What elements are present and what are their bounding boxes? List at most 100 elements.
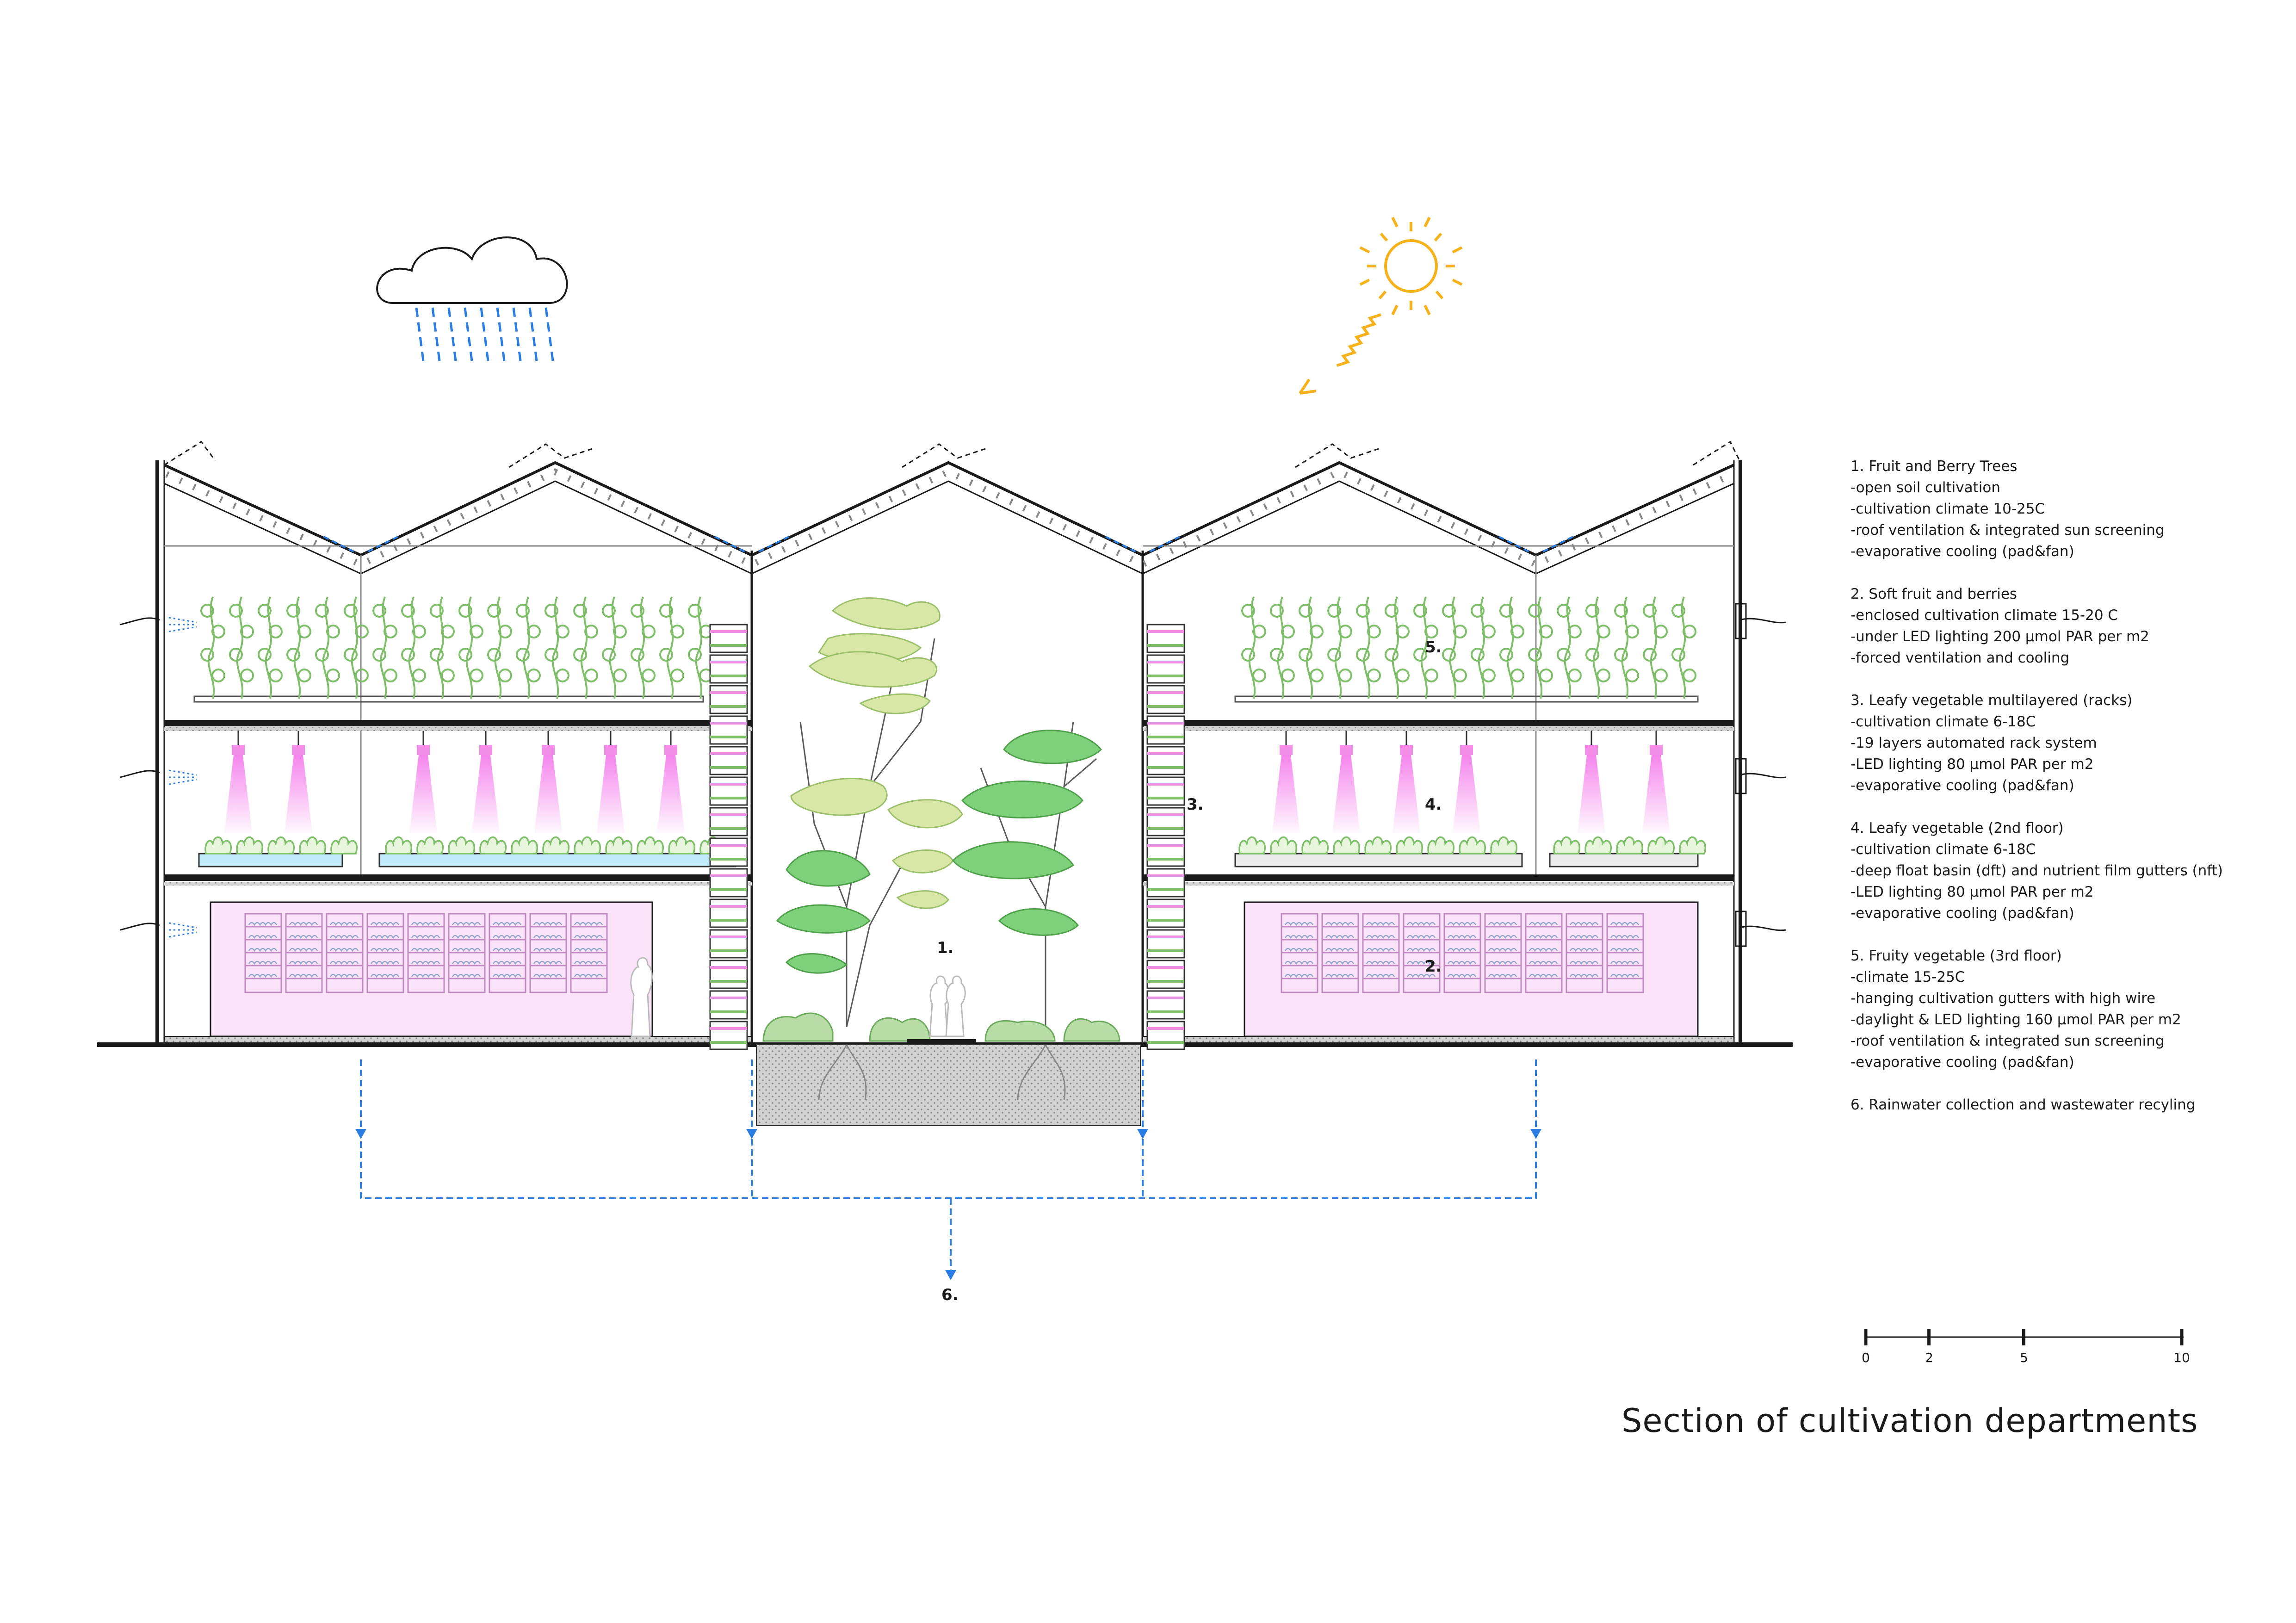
hanging-plant <box>659 596 684 700</box>
lettuce-plant <box>1333 836 1361 855</box>
legend-heading: 6. Rainwater collection and wastewater r… <box>1850 1096 2196 1113</box>
hanging-plant <box>1442 596 1467 700</box>
scale-tick-0: 0 <box>1862 1350 1870 1365</box>
rack-layer <box>710 777 747 805</box>
hanging-plant <box>200 596 225 700</box>
rack-layer <box>710 930 747 958</box>
legend-item: -daylight & LED lighting 160 µmol PAR pe… <box>1850 1011 2181 1028</box>
lettuce-plant <box>448 836 476 855</box>
scale-tick-5: 5 <box>2020 1350 2028 1365</box>
rack-layer <box>1147 686 1184 713</box>
rainwater-drainage <box>360 1059 1537 1270</box>
rack-layer <box>1147 930 1184 958</box>
hanging-plant <box>315 596 340 700</box>
led-lamp-icon <box>472 731 500 833</box>
lettuce-plant <box>1459 836 1486 855</box>
scale-tick-2: 2 <box>1925 1350 1933 1365</box>
hanging-plant <box>344 596 369 700</box>
hanging-plant <box>229 596 254 700</box>
led-lamp-icon <box>1332 731 1360 833</box>
rack-layer <box>1147 716 1184 744</box>
led-lamp-icon <box>657 731 685 833</box>
legend-section-3: 3. Leafy vegetable multilayered (racks)-… <box>1850 690 2267 796</box>
legend-heading: 1. Fruit and Berry Trees <box>1850 458 2018 475</box>
hanging-plant <box>372 596 397 700</box>
zone-label-4: 4. <box>1425 795 1442 814</box>
legend-section-5: 5. Fruity vegetable (3rd floor) -climate … <box>1850 945 2267 1073</box>
legend-heading: 5. Fruity vegetable (3rd floor) <box>1850 948 2062 964</box>
lettuce-plant <box>574 836 601 855</box>
hanging-plant <box>487 596 512 700</box>
hanging-plant <box>1356 596 1381 700</box>
legend-section-6: 6. Rainwater collection and wastewater r… <box>1850 1094 2267 1115</box>
hanging-plant <box>1671 596 1696 700</box>
rack-layer <box>1147 625 1184 652</box>
lettuce-plant <box>1270 836 1298 855</box>
lettuce-plant <box>204 836 232 855</box>
rack-layer <box>710 625 747 652</box>
lettuce-plant <box>479 836 507 855</box>
leafy-vegetable-floor <box>198 731 1707 867</box>
led-lamp-icon <box>1453 731 1480 833</box>
lettuce-plant <box>1301 836 1329 855</box>
legend-section-1: 1. Fruit and Berry Trees-open soil culti… <box>1850 456 2267 562</box>
hanging-plant <box>516 596 541 700</box>
legend-item: -climate 15-25C <box>1850 969 1965 985</box>
hanging-plant <box>573 596 598 700</box>
greenhouse-structure <box>120 440 1786 1045</box>
sun-icon <box>1299 217 1463 395</box>
fruit-tree-courtyard <box>756 597 1141 1126</box>
lettuce-plant <box>1584 836 1612 855</box>
hanging-plant <box>458 596 483 700</box>
hanging-plant <box>258 596 283 700</box>
hanging-plant <box>1585 596 1610 700</box>
lettuce-plant <box>267 836 295 855</box>
legend-item: -19 layers automated rack system <box>1850 735 2097 751</box>
lettuce-plant <box>605 836 633 855</box>
led-lamp-icon <box>224 731 252 833</box>
hanging-plant <box>545 596 569 700</box>
rack-layer <box>710 991 747 1019</box>
lettuce-plant <box>299 836 327 855</box>
led-lamp-icon <box>1578 731 1605 833</box>
legend-item: -evaporative cooling (pad&fan) <box>1850 1054 2074 1071</box>
rack-layer <box>710 716 747 744</box>
lettuce-plant <box>1427 836 1455 855</box>
hanging-plant <box>1557 596 1582 700</box>
legend-item: -forced ventilation and cooling <box>1850 650 2070 666</box>
hanging-plant <box>1385 596 1410 700</box>
legend-item: -cultivation climate 6-18C <box>1850 841 2036 858</box>
rain-cloud-icon <box>376 236 568 361</box>
legend-item: -deep float basin (dft) and nutrient fil… <box>1850 862 2223 879</box>
hanging-plant <box>1270 596 1295 700</box>
zone-label-3: 3. <box>1187 795 1204 814</box>
hanging-plant <box>286 596 311 700</box>
zone-label-2: 2. <box>1425 957 1442 976</box>
lettuce-plant <box>1647 836 1675 855</box>
page-title: Section of cultivation departments <box>1621 1402 2198 1440</box>
rack-layer <box>1147 991 1184 1019</box>
lettuce-plant <box>1238 836 1266 855</box>
rack-layer <box>1147 808 1184 836</box>
rack-layer <box>710 655 747 683</box>
rack-layer <box>710 808 747 836</box>
led-lamp-icon <box>1642 731 1670 833</box>
rack-layer <box>1147 777 1184 805</box>
hanging-plant <box>1643 596 1668 700</box>
rack-layer <box>710 838 747 866</box>
legend-heading: 2. Soft fruit and berries <box>1850 586 2018 602</box>
hanging-plant <box>688 596 713 700</box>
hanging-plant <box>401 596 426 700</box>
rack-layer <box>710 1022 747 1049</box>
legend-section-4: 4. Leafy vegetable (2nd floor)-cultivati… <box>1850 818 2267 924</box>
lettuce-plant <box>511 836 538 855</box>
hanging-plant <box>1241 596 1266 700</box>
lettuce-plant <box>236 836 264 855</box>
fruity-vegetable-plants <box>193 596 1699 703</box>
lettuce-plant <box>668 836 696 855</box>
legend-item: -evaporative cooling (pad&fan) <box>1850 905 2074 922</box>
rack-layer <box>710 747 747 774</box>
hanging-plant <box>1499 596 1524 700</box>
rack-layer <box>1147 869 1184 897</box>
